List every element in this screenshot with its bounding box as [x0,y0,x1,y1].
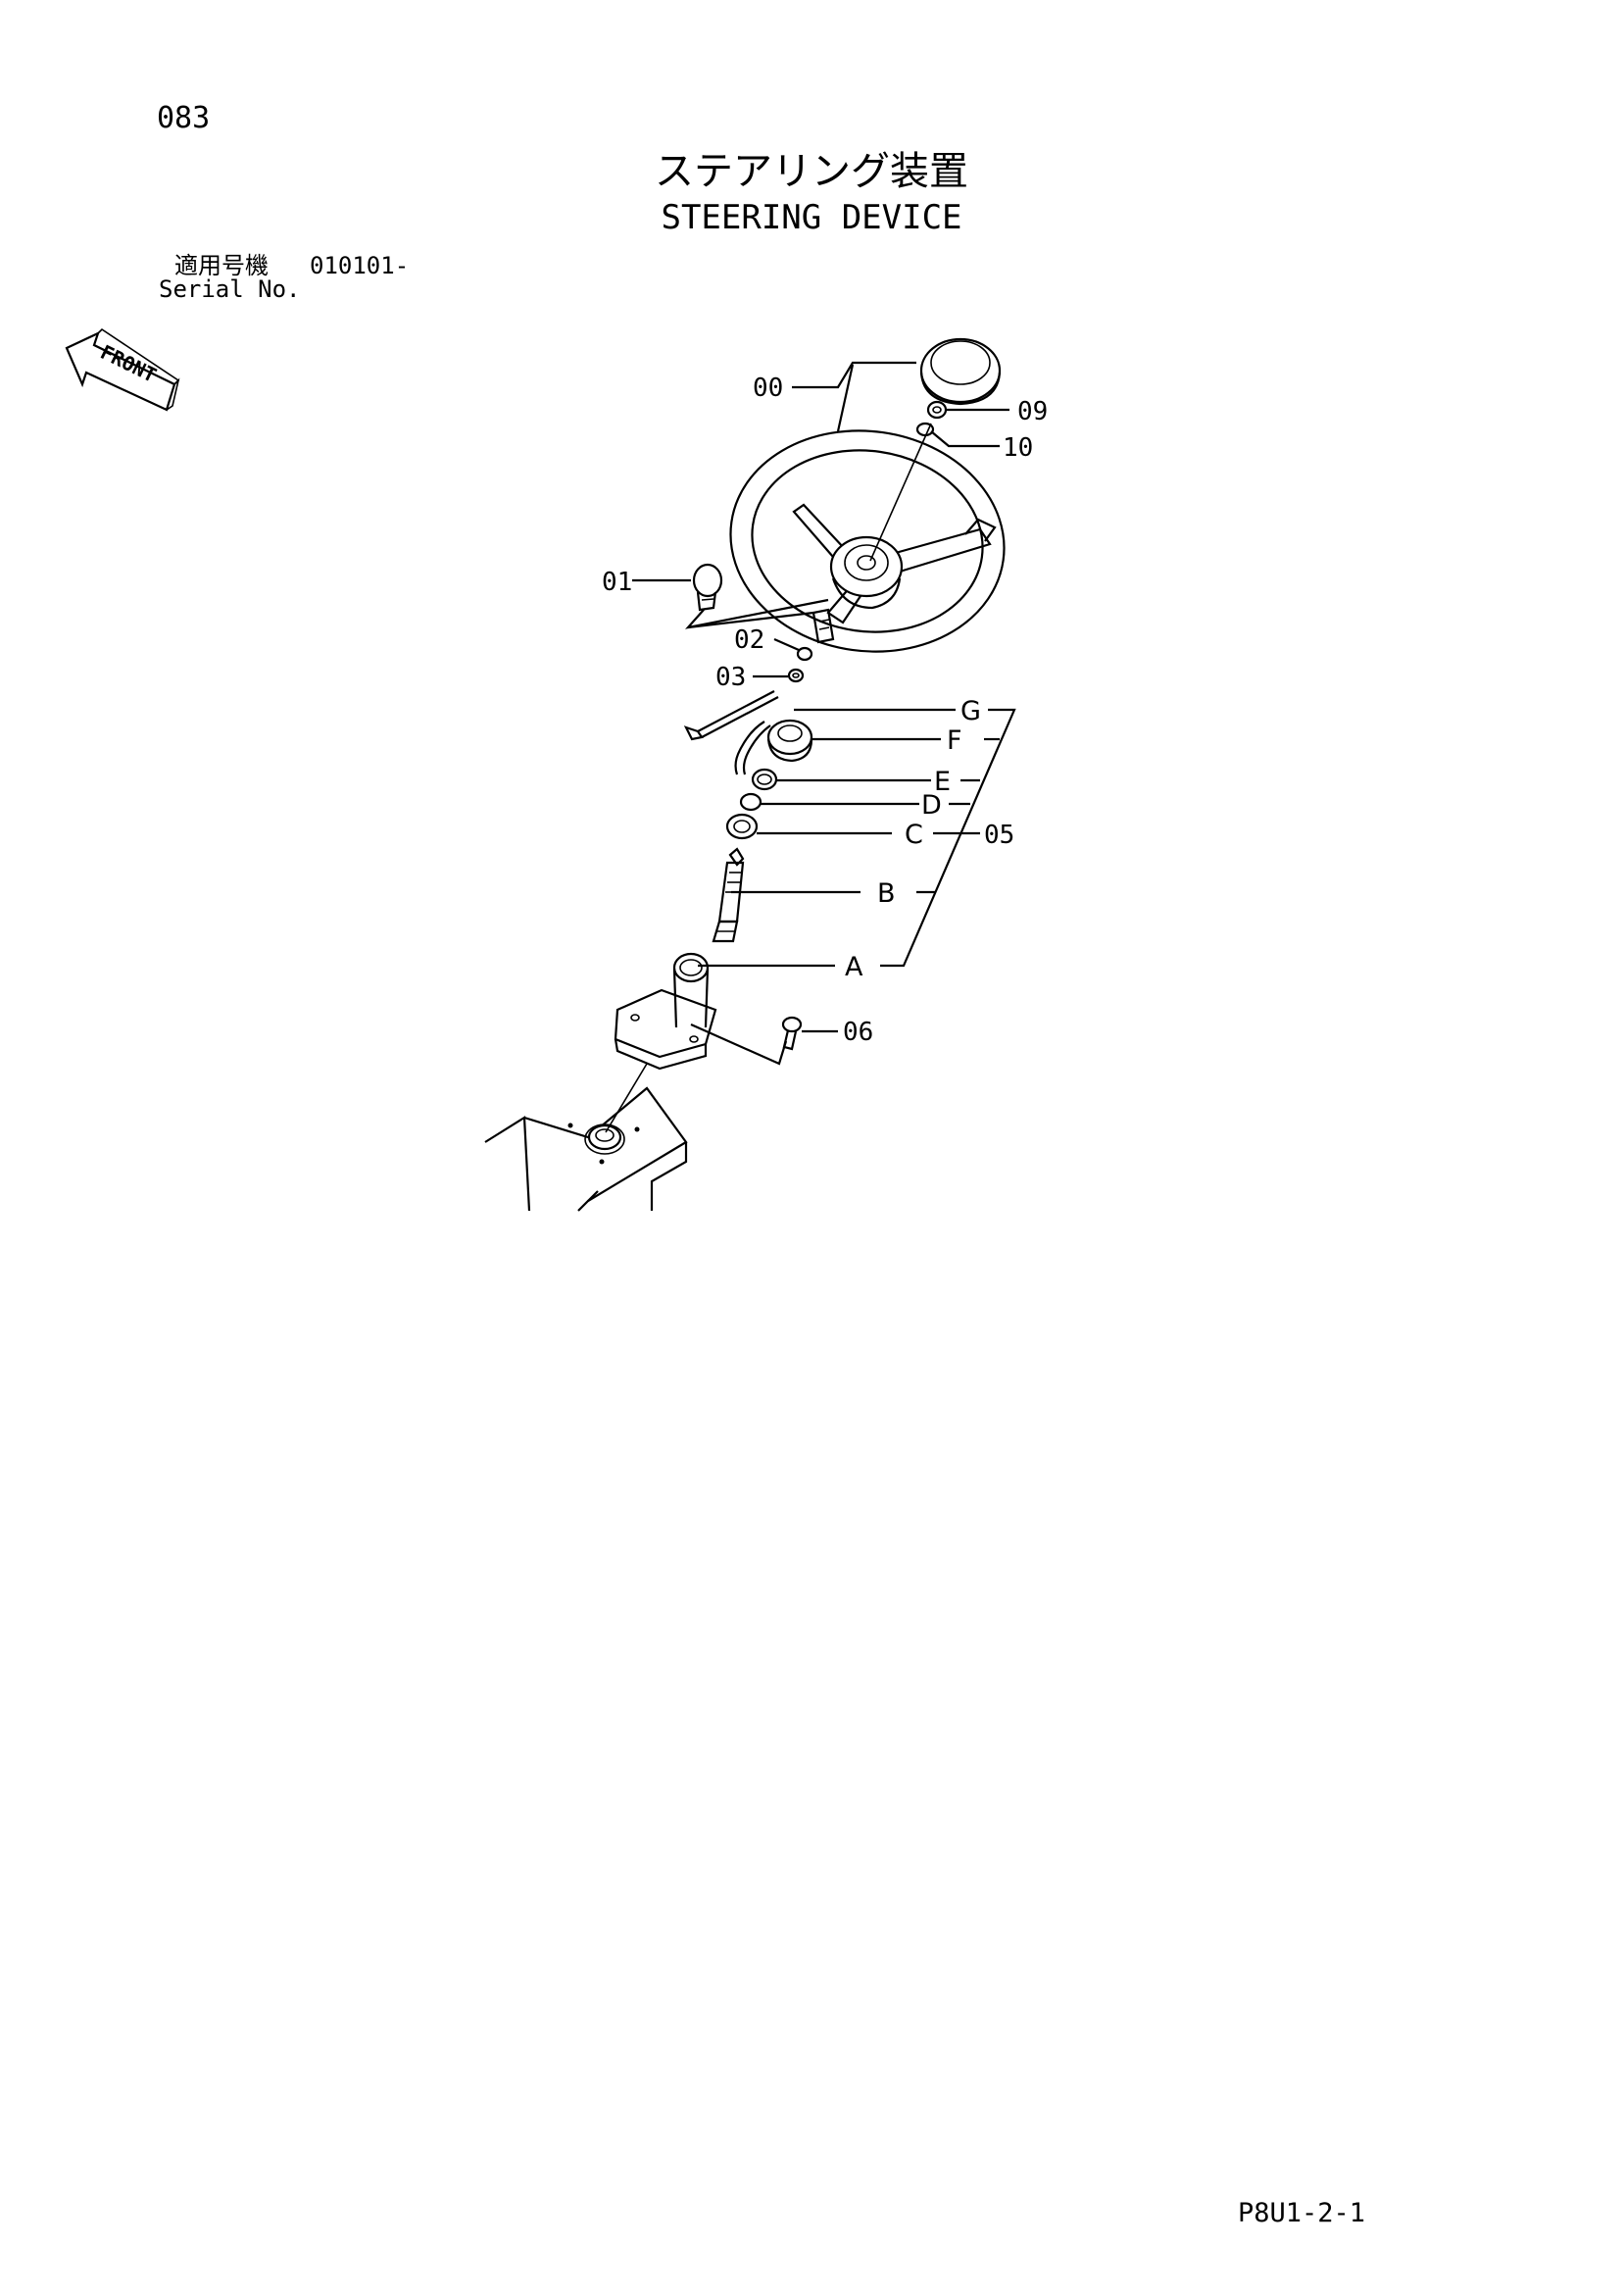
ring-d-part [739,792,762,812]
front-arrow-icon: FRONT [65,327,180,412]
nut-small-part [787,668,805,683]
callout-05: 05 [984,821,1014,850]
callout-D: D [921,790,942,821]
title-japanese: ステアリング装置 [655,149,968,194]
cable-rod [683,690,779,741]
column-a-part [614,952,717,1071]
callout-labels: 00 09 10 01 02 03 G F E D C 05 B A 06 [602,374,1048,1047]
screw-part [796,646,813,662]
serial-label-japanese: 適用号機 [174,252,269,279]
horn-cap [919,337,1002,406]
callout-A: A [845,952,863,982]
shaft-b-part [712,847,745,943]
title-english: STEERING DEVICE [661,198,962,237]
callout-09: 09 [1017,397,1048,426]
callout-C: C [905,820,923,850]
callout-10: 10 [1003,433,1033,463]
callout-G: G [960,696,981,726]
steering-wheel [729,429,1006,653]
callout-01: 01 [602,568,632,597]
page-number: 083 [157,101,211,135]
serial-label-english: Serial No. [159,275,301,303]
cancel-cam-part [734,719,813,775]
bearing-c-part [725,813,759,840]
knob-part [692,563,723,612]
callout-00: 00 [753,374,783,403]
ring-e-part [751,768,778,791]
callout-03: 03 [715,663,746,692]
nut-part [926,400,948,420]
bolt-part [781,1016,803,1051]
leader-lines [605,361,1016,1133]
callout-06: 06 [843,1018,873,1047]
callout-E: E [934,767,951,797]
console-base [484,1086,688,1212]
callout-B: B [877,878,896,909]
serial-value: 010101- [310,252,410,279]
callout-02: 02 [734,625,764,655]
footer-code: P8U1-2-1 [1238,2198,1366,2228]
callout-F: F [947,725,962,756]
